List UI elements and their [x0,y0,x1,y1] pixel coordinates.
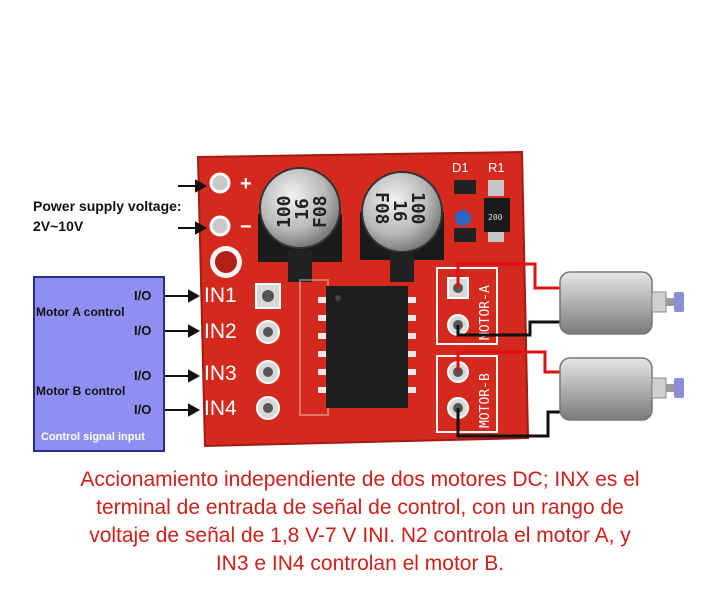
power-pads [209,172,242,278]
caption-line-1: Accionamiento independiente de dos motor… [80,468,640,491]
svg-text:16: 16 [389,200,410,222]
resistor-code: 200 [488,213,503,222]
io-label-2: I/O [134,323,152,338]
power-label-line1: Power supply voltage: [33,198,182,214]
in4-label: IN4 [204,397,237,420]
in3-label: IN3 [204,362,237,385]
diode-d1 [454,180,476,242]
caption-line-3: voltaje de señal de 1,8 V-7 V INI. N2 co… [89,524,631,547]
motor-b [559,357,684,421]
input-pads [255,283,281,420]
r1-label: R1 [488,160,505,175]
d1-label: D1 [452,160,469,175]
caption: Accionamiento independiente de dos motor… [20,466,700,578]
minus-sign: − [240,216,252,238]
caption-line-4: IN3 e IN4 controlan el motor B. [215,552,505,575]
capacitor-left [258,167,342,282]
motor-a [559,271,684,335]
motor-b-control-label: Motor B control [36,384,126,398]
in2-label: IN2 [204,320,237,343]
io-label-3: I/O [134,368,152,383]
io-label-4: I/O [134,402,152,417]
capacitor-right [360,171,444,282]
motor-a-control-label: Motor A control [36,305,125,319]
plus-sign: + [240,173,252,195]
caption-line-2: terminal de entrada de señal de control,… [96,496,624,519]
svg-text:100: 100 [407,192,428,225]
resistor-r1 [484,180,510,242]
arrows [160,179,208,417]
motor-wires [456,262,560,438]
control-signal-input-label: Control signal input [41,431,145,443]
svg-text:100: 100 [274,195,295,228]
driver-chip [299,279,416,416]
capacitor-left-marking: 100 16 F08 [274,195,331,228]
svg-text:F08: F08 [371,192,392,225]
motor-b-label: MOTOR-B [478,373,493,428]
svg-text:16: 16 [292,198,313,220]
control-signal-box [33,276,165,452]
capacitor-right-marking: 100 16 F08 [371,192,428,225]
motor-a-label: MOTOR-A [478,285,493,340]
svg-text:F08: F08 [310,195,331,228]
pcb-edge [196,150,530,448]
in1-label: IN1 [204,284,237,307]
power-label-line2: 2V~10V [33,218,84,234]
io-label-1: I/O [134,288,152,303]
